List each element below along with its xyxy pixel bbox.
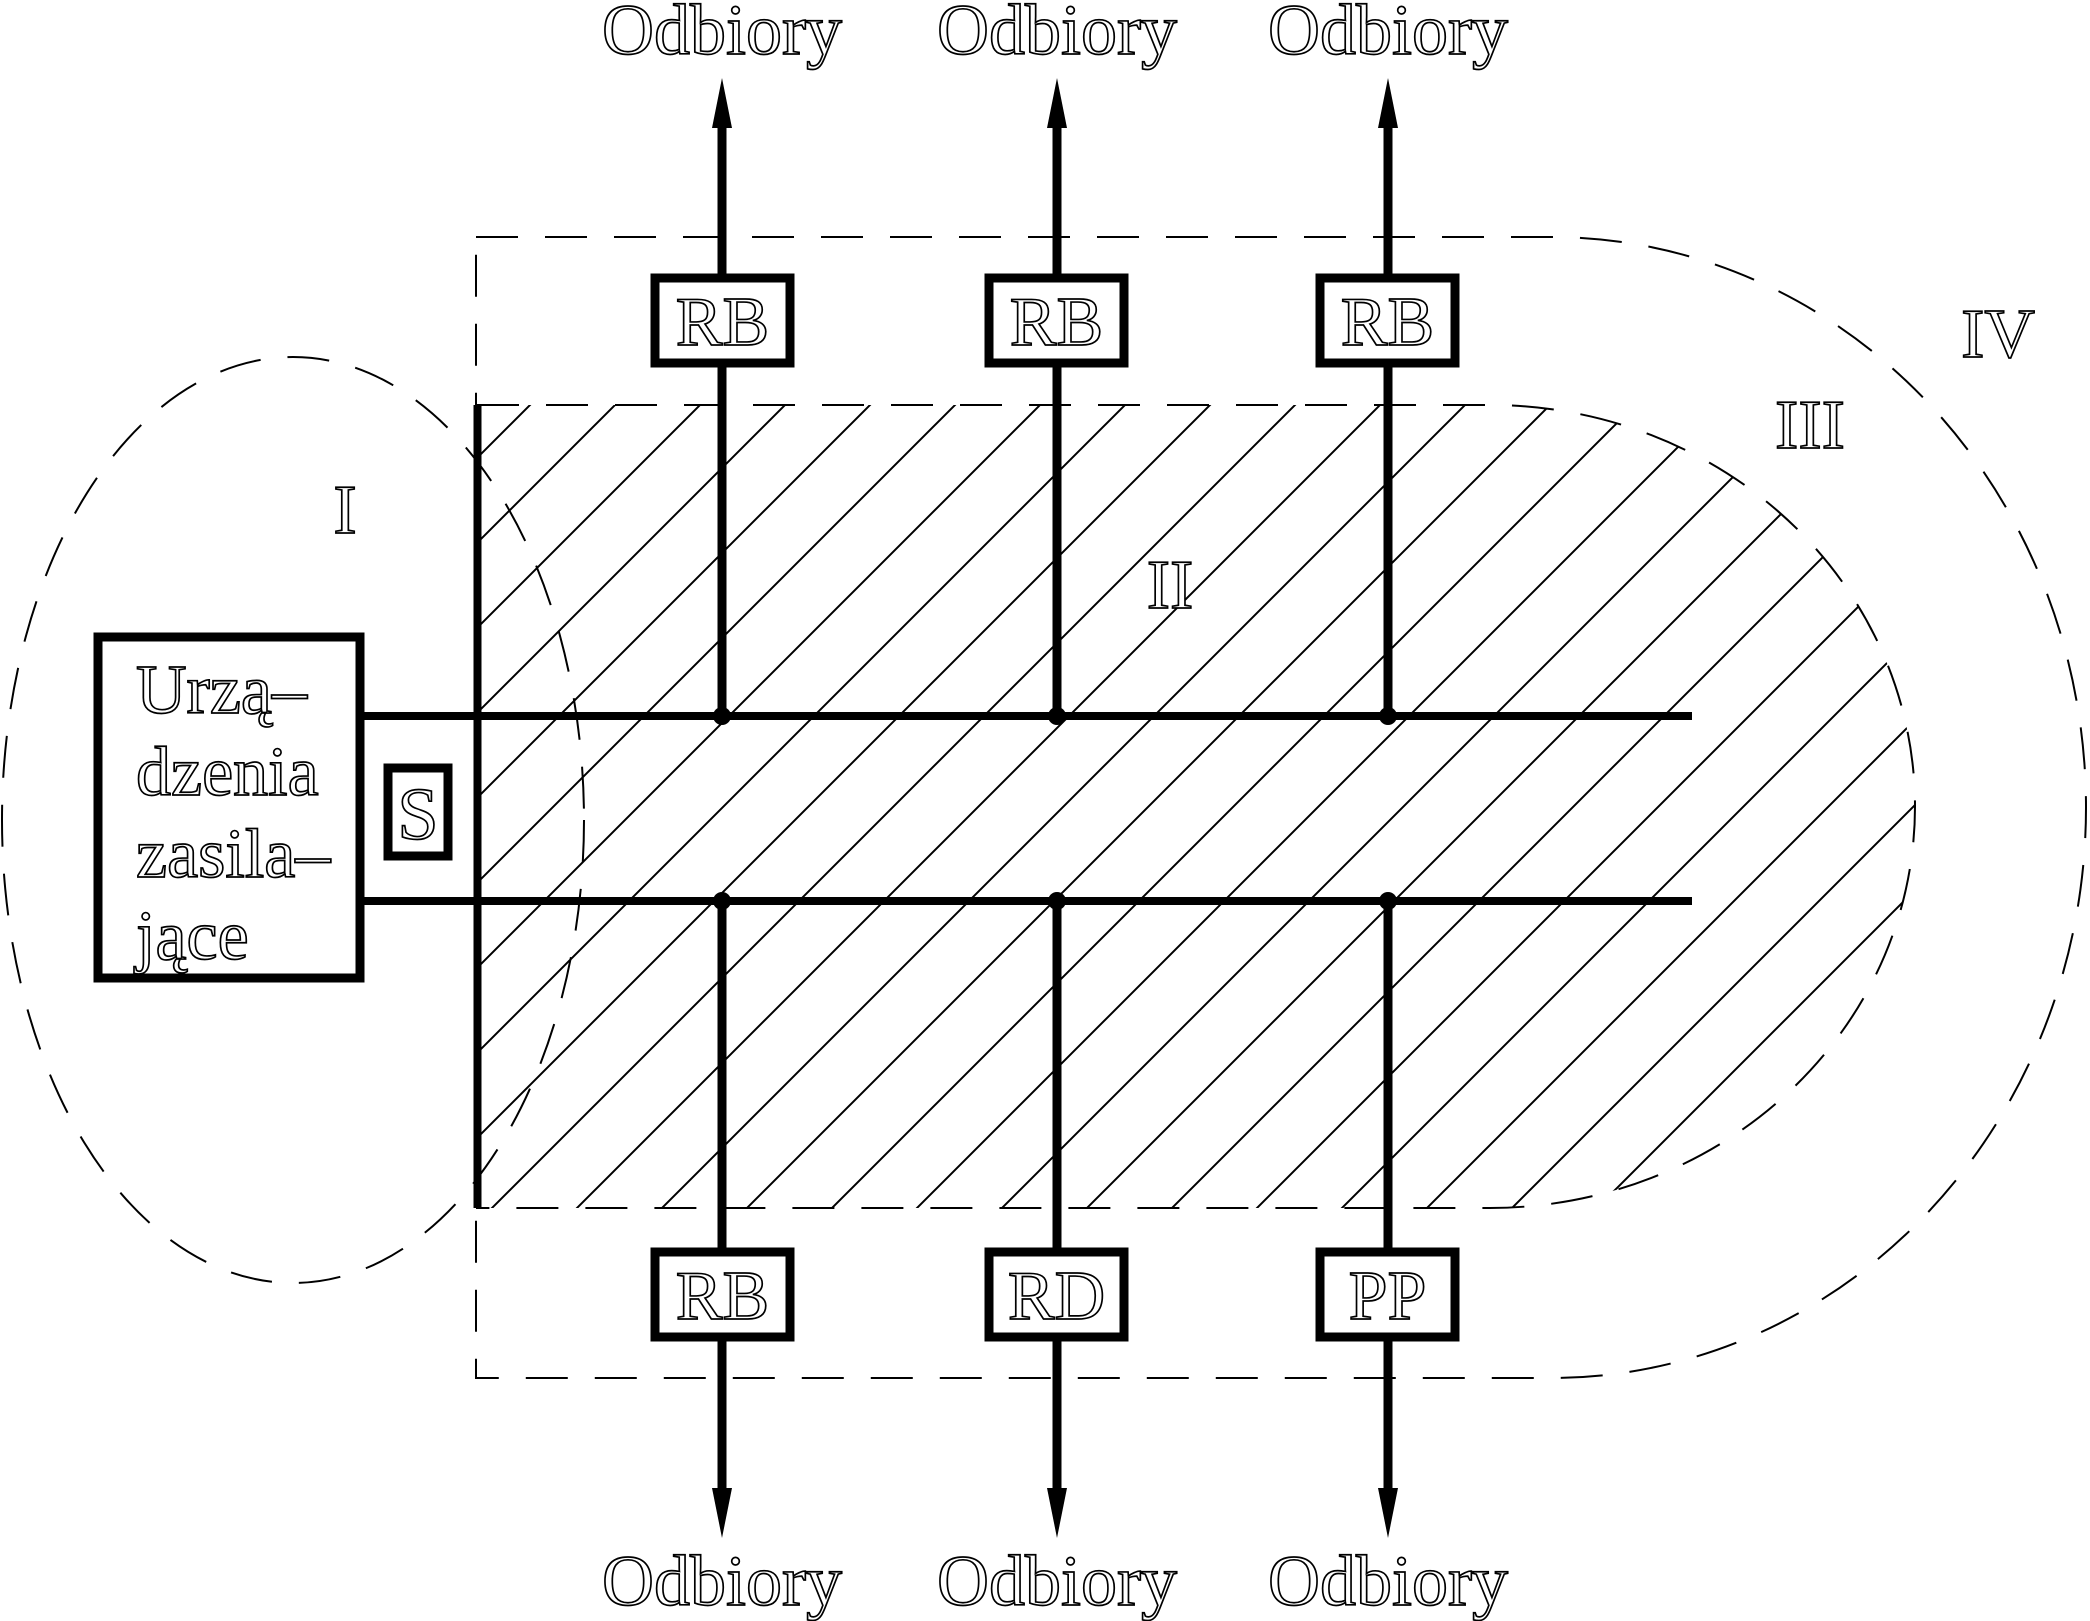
zone-2-hatched-region [476, 404, 1917, 1209]
breaker-box-rb [650, 273, 795, 368]
breaker-box-rb [1315, 273, 1460, 368]
junction-dot [1379, 707, 1397, 725]
breaker-box-label: PP [1349, 1258, 1427, 1335]
zone-3-label: III [1775, 387, 1845, 464]
junction-dot [713, 707, 731, 725]
arrow-up-icon [712, 78, 732, 128]
load-label: Odbiory [1268, 1541, 1508, 1621]
supply-box-line-2: dzenia [136, 734, 319, 811]
junction-dot [1048, 707, 1066, 725]
breaker-box-label: RD [1008, 1258, 1105, 1335]
supply-box-line-4: jące [133, 898, 249, 975]
feeder-top-1: RB Odbiory [601, 0, 843, 725]
zone-4-boundary [475, 236, 2088, 1379]
breaker-box-label: RB [1010, 284, 1103, 361]
feeder-bottom-2: RD Odbiory [936, 892, 1178, 1621]
zone-4-label: IV [1961, 296, 2035, 373]
feeder-top-2: RB Odbiory [936, 0, 1178, 725]
load-label: Odbiory [602, 0, 842, 70]
breaker-box-label: RB [676, 284, 769, 361]
load-label: Odbiory [937, 1541, 1177, 1621]
coupler-box: S [383, 763, 453, 861]
supply-equipment-box: Urzą– dzenia zasila– jące [93, 632, 365, 983]
load-label: Odbiory [602, 1541, 842, 1621]
load-label: Odbiory [1268, 0, 1508, 70]
supply-box-line-3: zasila– [136, 816, 331, 893]
feeder-top-3: RB Odbiory [1267, 0, 1509, 725]
load-label: Odbiory [937, 0, 1177, 70]
feeder-bottom-3: PP Odbiory [1267, 892, 1509, 1621]
breaker-box-label: RB [676, 1258, 769, 1335]
feeder-bottom-1: RB Odbiory [601, 892, 843, 1621]
breaker-box-rb [650, 1247, 795, 1342]
arrow-up-icon [1378, 78, 1398, 128]
coupler-box-frame [383, 763, 453, 861]
supply-box-frame [93, 632, 365, 983]
arrow-down-icon [1378, 1488, 1398, 1538]
arrow-up-icon [1047, 78, 1067, 128]
coupler-label: S [397, 774, 438, 856]
breaker-box-rd [984, 1247, 1129, 1342]
breaker-box-rb [984, 273, 1129, 368]
breaker-box-label: RB [1341, 284, 1434, 361]
zone-1-label: I [333, 472, 356, 549]
zone-2-label: II [1147, 547, 1194, 624]
arrow-down-icon [712, 1488, 732, 1538]
supply-box-line-1: Urzą– [136, 652, 308, 729]
breaker-box-pp [1315, 1247, 1460, 1342]
arrow-down-icon [1047, 1488, 1067, 1538]
